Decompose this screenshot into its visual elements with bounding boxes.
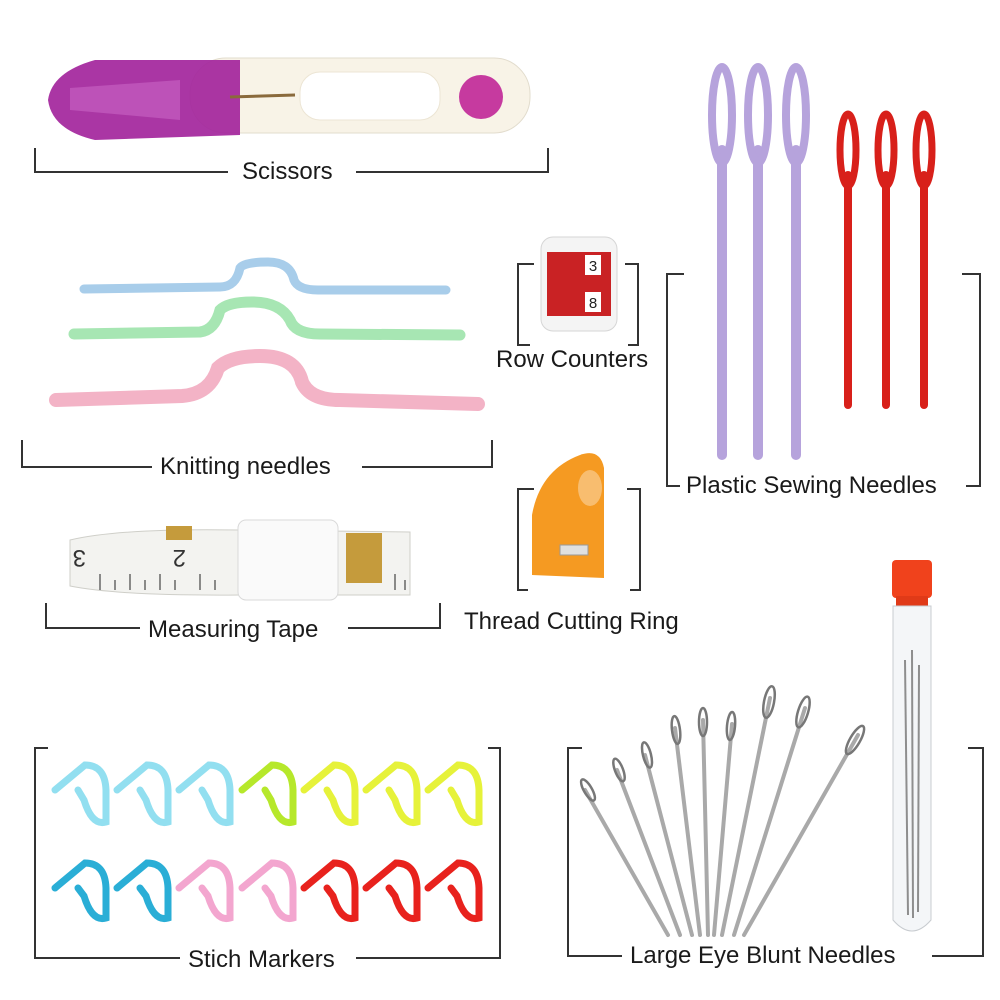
label-knitting-needles: Knitting needles	[154, 453, 337, 481]
label-thread-cutting-ring: Thread Cutting Ring	[458, 608, 685, 636]
bracket-lines	[21, 148, 984, 959]
counter-digit-bottom: 8	[589, 295, 597, 312]
label-row-counters: Row Counters	[490, 346, 655, 374]
thread-cutting-ring	[532, 453, 604, 578]
counter-digit-top: 3	[589, 258, 597, 275]
tape-number-three: 3	[73, 544, 86, 571]
scissors-button-icon	[459, 75, 503, 119]
scissors	[48, 57, 531, 140]
plastic-sewing-needles	[708, 63, 936, 460]
row-counter: 3 8	[540, 236, 618, 332]
label-large-eye-blunt-needles: Large Eye Blunt Needles	[624, 942, 902, 970]
measuring-tape: 3 2	[69, 519, 411, 601]
label-measuring-tape: Measuring Tape	[142, 616, 325, 644]
label-stich-markers: Stich Markers	[182, 946, 341, 974]
needle-tube	[892, 560, 932, 932]
label-scissors: Scissors	[236, 158, 339, 186]
tape-number-two: 2	[173, 544, 186, 571]
cable-needles	[49, 257, 485, 411]
stitch-markers	[51, 761, 483, 923]
large-eye-blunt-needles	[579, 685, 866, 937]
label-plastic-sewing-needles: Plastic Sewing Needles	[680, 472, 943, 500]
